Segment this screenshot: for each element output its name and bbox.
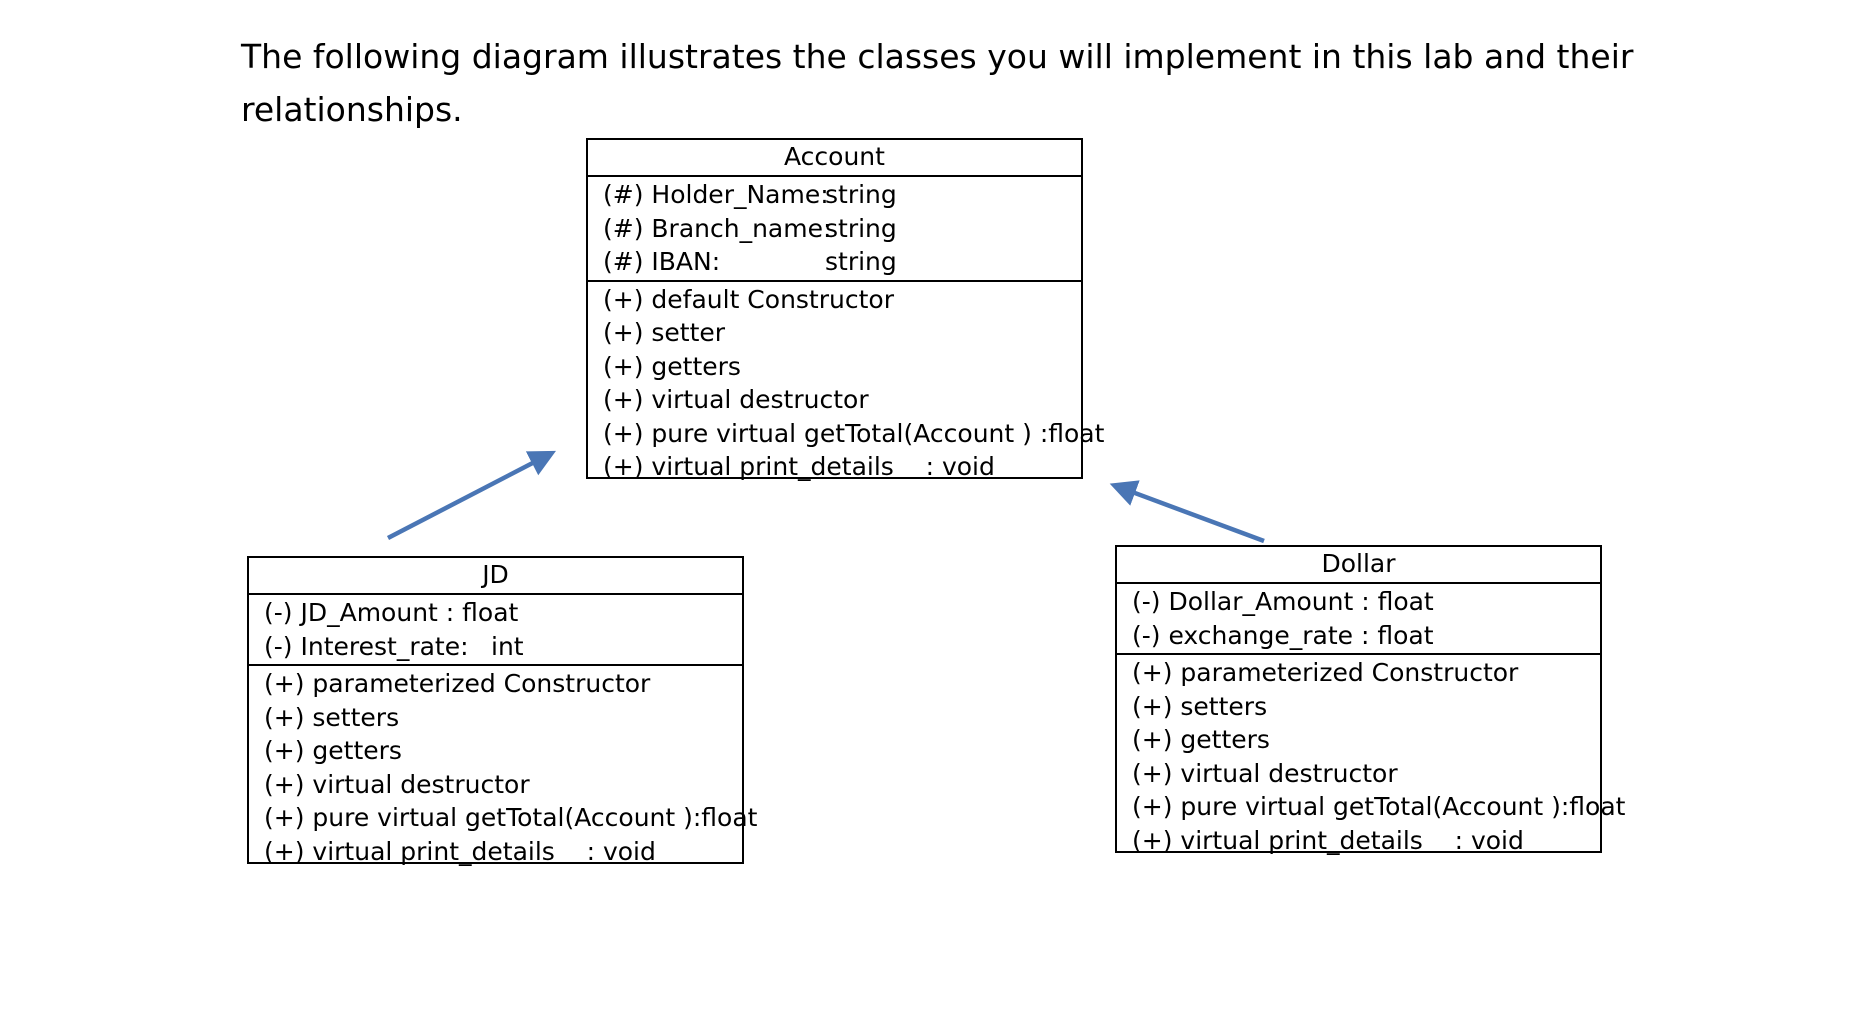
attribute-type: string	[825, 247, 897, 276]
attribute-name: (#) Branch_name:	[603, 213, 832, 243]
method-row: (+) getters	[1132, 725, 1270, 754]
class-account-title: Account	[588, 140, 1081, 177]
method-row: (+) pure virtual getTotal(Account ):floa…	[1132, 792, 1626, 821]
method-row: (+) virtual destructor	[264, 769, 530, 799]
method-row: (+) virtual destructor	[1132, 758, 1398, 788]
attribute-name: (#) IBAN:	[603, 247, 721, 276]
class-dollar-attributes: (-) Dollar_Amount : float (-) exchange_r…	[1117, 584, 1600, 653]
attribute-row: (#) Holder_Name:string	[603, 178, 1081, 212]
intro-text: The following diagram illustrates the cl…	[241, 37, 1634, 129]
method-row: (+) setters	[1132, 691, 1268, 721]
attribute-name: (-) Dollar_Amount : float	[1132, 587, 1434, 616]
class-account-methods: (+) default Constructor (+) setter (+) g…	[588, 279, 1105, 485]
attribute-name: (#) Holder_Name:	[603, 180, 829, 209]
class-dollar-methods: (+) parameterized Constructor (+) setter…	[1117, 653, 1626, 858]
attribute-type: string	[825, 213, 897, 243]
method-row: (+) setters	[264, 702, 400, 732]
method-row: (+) pure virtual getTotal(Account ):floa…	[264, 803, 758, 832]
method-row: (+) virtual print_details : void	[1132, 825, 1524, 855]
class-dollar: Dollar (-) Dollar_Amount : float (-) exc…	[1115, 545, 1625, 855]
attribute-row: (-) Dollar_Amount : float	[1132, 585, 1600, 619]
attribute-type: int	[491, 631, 524, 661]
class-account: Account (#) Holder_Name:string (#) Branc…	[586, 138, 1104, 481]
attribute-row: (#) Branch_name:string	[603, 212, 1081, 246]
method-row: (+) virtual destructor	[603, 385, 869, 414]
dollar-to-account-arrow	[1109, 480, 1265, 544]
attribute-type: string	[825, 180, 897, 209]
attribute-row: (#) IBAN: string	[603, 245, 1081, 279]
class-jd-attributes: (-) JD_Amount : float (-) Interest_rate:…	[249, 595, 742, 664]
attribute-name: (-) exchange_rate : float	[1132, 620, 1434, 650]
method-row: (+) virtual print_details : void	[603, 452, 995, 481]
jd-to-account-arrow	[386, 450, 556, 540]
class-jd: JD (-) JD_Amount : float (-) Interest_ra…	[247, 556, 757, 866]
method-row: (+) getters	[603, 351, 741, 381]
attribute-name: (-) Interest_rate:	[264, 631, 469, 661]
method-row: (+) parameterized Constructor	[1132, 658, 1519, 687]
method-row: (+) default Constructor	[603, 284, 894, 314]
method-row: (+) getters	[264, 736, 402, 765]
class-jd-methods: (+) parameterized Constructor (+) setter…	[249, 664, 758, 869]
attribute-name: (-) JD_Amount : float	[264, 598, 519, 627]
method-row: (+) parameterized Constructor	[264, 669, 651, 698]
class-dollar-title: Dollar	[1117, 547, 1600, 584]
attribute-row: (-) exchange_rate : float	[1132, 619, 1600, 653]
method-row: (+) virtual print_details : void	[264, 836, 656, 866]
method-row: (+) pure virtual getTotal(Account ) :flo…	[603, 418, 1105, 448]
attribute-row: (-) Interest_rate: int	[264, 630, 742, 664]
attribute-row: (-) JD_Amount : float	[264, 596, 742, 630]
method-row: (+) setter	[603, 318, 726, 347]
class-account-attributes: (#) Holder_Name:string (#) Branch_name:s…	[588, 177, 1081, 280]
class-jd-title: JD	[249, 558, 742, 595]
